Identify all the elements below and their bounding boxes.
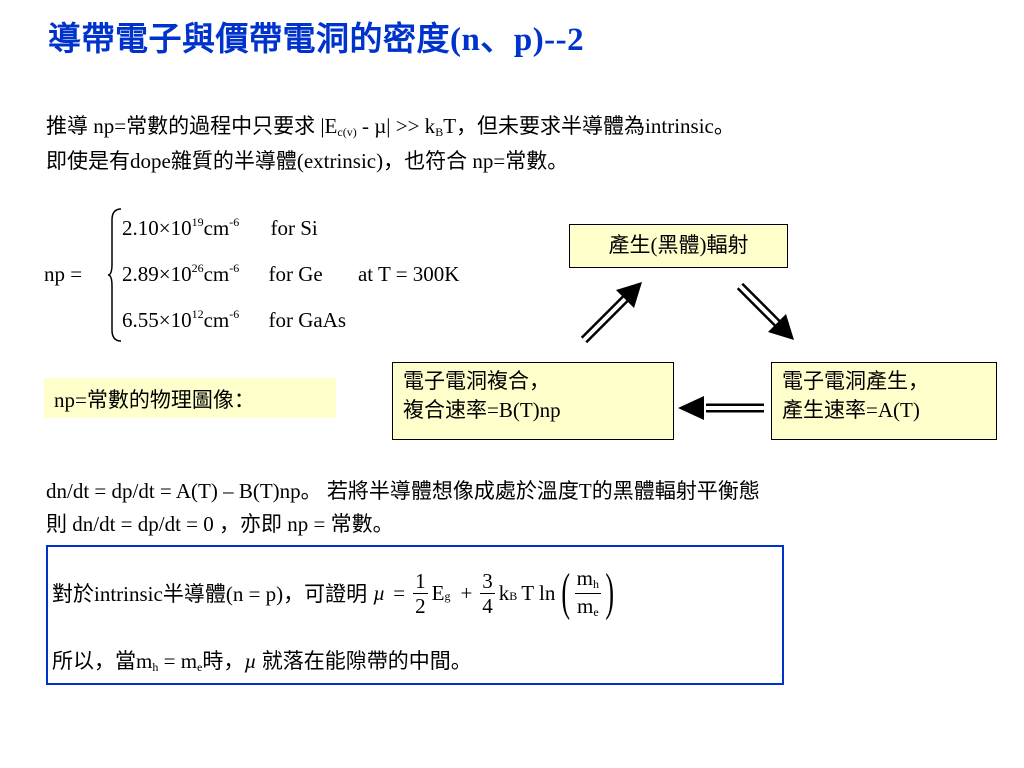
boltzmann-sub: B [509, 588, 518, 603]
np-ge-exp: 26 [191, 261, 204, 275]
explanation-line-1: dn/dt = dp/dt = A(T) – B(T)np。 若將半導體想像成處… [46, 479, 760, 503]
mass-ratio: mh me [574, 565, 602, 619]
generation-box: 電子電洞產生， 產生速率=A(T) [771, 362, 997, 440]
np-si-material: for Si [270, 216, 318, 240]
np-gaas-unit-exp: -6 [229, 307, 240, 321]
np-ge-unit: cm [203, 262, 230, 286]
np-condition: at T = 300K [357, 262, 460, 286]
conclusion-midgap: 就落在能隙帶的中間。 [261, 649, 472, 673]
arrow-up-right-icon [580, 282, 642, 344]
np-row-ge: 2.89×1026cm-6 for Ge at T = 300K [122, 261, 460, 287]
np-gaas-unit: cm [203, 308, 230, 332]
radiation-box: 產生(黑體)輻射 [569, 224, 788, 268]
np-row-si: 2.10×1019cm-6 for Si [122, 215, 318, 241]
left-brace-icon [108, 208, 122, 342]
plus-sign: + [460, 580, 473, 605]
recombination-line-1: 電子電洞複合， [403, 369, 550, 393]
temperature-ln: T ln [521, 580, 556, 605]
page-title: 導帶電子與價帶電洞的密度(n、p)--2 [48, 22, 585, 58]
np-row-gaas: 6.55×1012cm-6 for GaAs [122, 307, 347, 333]
np-ge-material: for Ge [268, 262, 323, 286]
arrow-down-right-icon [736, 282, 794, 340]
np-gaas-mantissa: 6.55×10 [122, 308, 192, 332]
intro-text-b: - µ| >> k [356, 114, 436, 138]
conclusion-text: 對於intrinsic半導體(n = p)，可證明 [52, 582, 368, 606]
np-si-unit-exp: -6 [229, 215, 240, 229]
intro-text-a: 推導 np=常數的過程中只要求 |E [46, 114, 338, 138]
boltzmann-k: k [498, 580, 510, 605]
intro-sub-cv: c(v) [337, 125, 357, 139]
np-gaas-exp: 12 [191, 307, 204, 321]
cycle-arrows [580, 282, 794, 420]
intro-line-1: 推導 np=常數的過程中只要求 |Ec(v) - µ| >> kBT，但未要求半… [46, 110, 735, 140]
energy-gap: E [431, 580, 445, 605]
explanation-line-2: 則 dn/dt = dp/dt = 0 ，亦即 np = 常數。 [46, 512, 394, 536]
np-lhs: np = [44, 262, 83, 286]
np-si-exp: 19 [191, 215, 204, 229]
np-gaas-material: for GaAs [268, 308, 347, 332]
generation-line-2: 產生速率=A(T) [782, 398, 920, 422]
conclusion-line-2: 所以，當mh = me時，µ 就落在能隙帶的中間。 [52, 649, 472, 674]
conclusion-when: 時， [202, 649, 245, 673]
right-paren-icon: ) [605, 564, 615, 621]
left-paren-icon: ( [561, 564, 571, 621]
energy-gap-sub: g [444, 588, 451, 603]
conclusion-box [46, 545, 784, 685]
conclusion-so-when: 所以，當 [52, 649, 136, 673]
intro-sub-b: B [435, 125, 444, 139]
np-si-unit: cm [203, 216, 230, 240]
recombination-line-2: 複合速率=B(T)np [403, 398, 561, 422]
intro-text-c: T，但未要求半導體為intrinsic。 [443, 114, 735, 138]
mu-symbol: µ [373, 580, 386, 605]
equals-sign: = [393, 580, 406, 605]
recombination-box: 電子電洞複合， 複合速率=B(T)np [392, 362, 674, 440]
physical-picture-label: np=常數的物理圖像： [44, 378, 336, 418]
arrow-left-icon [678, 396, 766, 420]
intro-line-2: 即使是有dope雜質的半導體(extrinsic)，也符合 np=常數。 [46, 149, 569, 173]
np-ge-unit-exp: -6 [229, 261, 240, 275]
mu-symbol-2: µ [244, 649, 257, 673]
np-si-mantissa: 2.10×10 [122, 216, 192, 240]
generation-line-1: 電子電洞產生， [782, 369, 929, 393]
np-ge-mantissa: 2.89×10 [122, 262, 192, 286]
